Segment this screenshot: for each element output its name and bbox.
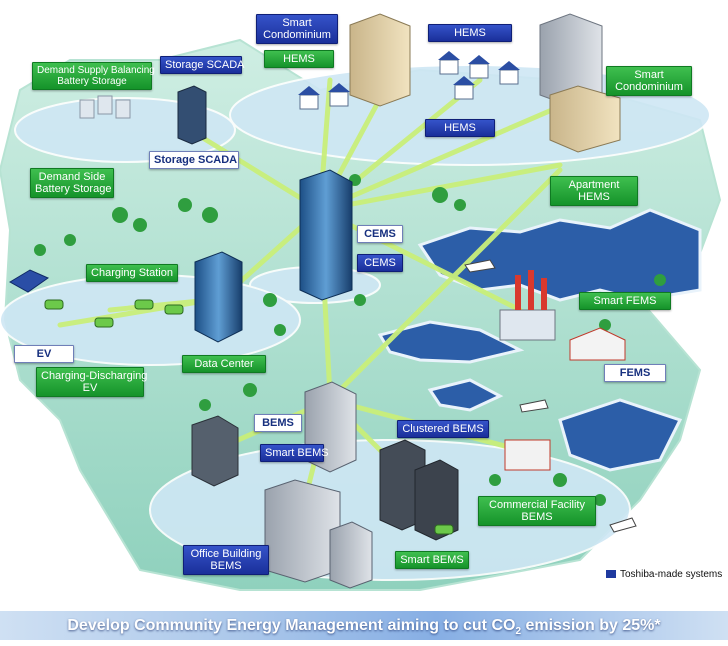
commercial-facility-building	[504, 439, 551, 471]
ev-label: EV	[14, 345, 74, 363]
trees	[34, 124, 666, 566]
storage-scada-white-label: Storage SCADA	[149, 151, 239, 169]
storage-scada-blue-label: Storage SCADA	[160, 56, 244, 74]
footer-banner: Develop Community Energy Management aimi…	[0, 611, 728, 640]
label-line: BEMS	[521, 511, 553, 523]
label-line: HEMS	[578, 191, 610, 203]
label-line: EV	[82, 382, 98, 394]
condominium-top-building	[349, 13, 411, 107]
charging-station-label: Charging Station	[86, 264, 178, 282]
data-center-label: Data Center	[182, 355, 266, 373]
office-building-2	[329, 521, 373, 589]
label-line: Battery Storage	[35, 183, 112, 195]
demand-side-battery-label: Demand Side Battery Storage	[30, 168, 114, 198]
smart-condominium-right-label: Smart Condominium	[606, 66, 692, 96]
label-line: Condominium	[615, 81, 683, 93]
solar-panel	[9, 269, 50, 293]
label-line: Office Building	[190, 548, 262, 560]
label-line: Battery Storage	[57, 76, 127, 87]
legend-label: Toshiba-made systems	[620, 569, 723, 580]
smart-condominium-top-label: Smart Condominium	[256, 14, 338, 44]
electric-vehicles	[44, 299, 454, 535]
hems-label-middle: HEMS	[425, 119, 495, 137]
cems-tower	[299, 169, 353, 301]
label-line: Demand Side	[38, 171, 106, 183]
legend-swatch	[606, 570, 616, 579]
clustered-bems-building-2	[414, 459, 459, 541]
cems-blue-label: CEMS	[357, 254, 403, 272]
smart-bems-center-label: Smart BEMS	[260, 444, 329, 462]
city-map-illustration	[0, 13, 722, 591]
label-line: Condominium	[263, 29, 331, 41]
office-building-bems-label: Office Building BEMS	[183, 545, 269, 575]
label-line: Commercial Facility	[489, 499, 585, 511]
commercial-facility-bems-label: Commercial Facility BEMS	[478, 496, 596, 526]
fems-red-roof-building	[569, 327, 626, 361]
storage-scada-building	[177, 85, 207, 145]
houses	[299, 59, 519, 110]
boats	[464, 259, 637, 533]
charging-discharging-ev-label: Charging-Discharging EV	[36, 367, 148, 397]
smart-fems-label: Smart FEMS	[579, 292, 671, 310]
bems-white-label: BEMS	[254, 414, 302, 432]
battery-storage-units	[79, 95, 131, 119]
label-line: Apartment	[568, 179, 620, 191]
label-line: Smart	[634, 69, 664, 81]
label-line: Demand Supply Balancing	[37, 65, 155, 76]
factory-building	[499, 270, 556, 341]
banner-subscript: 2	[515, 626, 521, 638]
house-roofs	[298, 51, 520, 95]
label-line: Smart	[282, 17, 312, 29]
smart-bems-bottom-label: Smart BEMS	[395, 551, 469, 569]
bems-left-building	[191, 415, 239, 487]
hems-label-top-right: HEMS	[428, 24, 512, 42]
water-bodies	[377, 208, 702, 472]
fems-label: FEMS	[604, 364, 666, 382]
demand-supply-balancing-label: Demand Supply Balancing Battery Storage	[32, 62, 155, 90]
clustered-bems-label: Clustered BEMS	[397, 420, 489, 438]
apartment-hems-label: Apartment HEMS	[550, 176, 638, 206]
office-building	[264, 479, 341, 583]
cems-white-label: CEMS	[357, 225, 403, 243]
banner-text-suffix: emission by 25%*	[521, 617, 661, 634]
data-center-building	[194, 251, 243, 343]
banner-text-prefix: Develop Community Energy Management aimi…	[67, 617, 516, 634]
label-line: BEMS	[210, 560, 242, 572]
legend: Toshiba-made systems	[606, 569, 722, 580]
apartment-building	[549, 85, 621, 153]
label-line: Charging-Discharging	[41, 370, 148, 382]
hems-label-top-left: HEMS	[264, 50, 334, 68]
